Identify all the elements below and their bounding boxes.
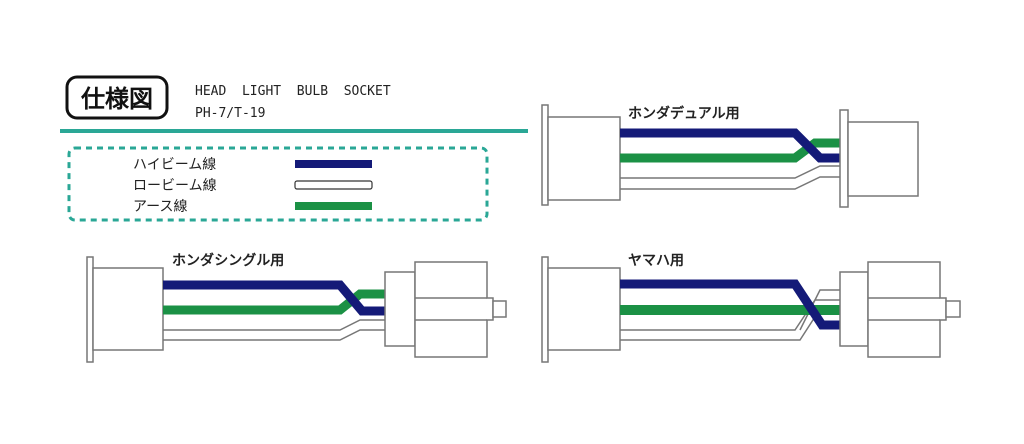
connector-body <box>867 261 947 358</box>
connector-body <box>847 121 919 197</box>
diagram-yamaha: ヤマハ用 <box>541 253 961 363</box>
diagram-label: ホンダデュアル用 <box>628 105 740 122</box>
low-beam-wire <box>163 319 385 341</box>
high-beam-wire <box>163 280 385 316</box>
diagram-honda-single: ホンダシングル用 <box>86 252 507 363</box>
spec-badge-text: 仕様図 <box>80 85 153 113</box>
legend-label-earth: アース線 <box>133 199 187 215</box>
bulb-socket-body <box>547 116 621 201</box>
bulb-socket-body <box>92 267 164 351</box>
bulb-socket-body <box>547 267 621 351</box>
diagram-label: ホンダシングル用 <box>172 252 284 269</box>
legend-label-low-beam: ロービーム線 <box>133 178 217 194</box>
bulb-flange <box>541 256 549 363</box>
header-divider <box>60 129 528 133</box>
earth-wire <box>620 138 840 163</box>
high-beam-wire <box>620 279 840 330</box>
bulb-flange <box>541 104 549 206</box>
connector-body <box>414 261 494 358</box>
connector-pin <box>945 300 961 318</box>
legend: ハイビーム線 ロービーム線 アース線 <box>67 146 489 222</box>
connector-front <box>839 271 869 347</box>
legend-swatch-earth <box>295 202 372 210</box>
header-title: HEAD LIGHT BULB SOCKET <box>195 84 391 99</box>
legend-swatch-low-beam <box>294 180 373 190</box>
header-model: PH-7/T-19 <box>195 106 265 121</box>
connector-pin <box>492 300 507 318</box>
connector-flange <box>839 109 849 208</box>
diagram-honda-dual: ホンダデュアル用 <box>541 104 919 208</box>
legend-swatch-high-beam <box>295 160 372 168</box>
bulb-flange <box>86 256 94 363</box>
spec-badge: 仕様図 <box>65 75 169 120</box>
diagram-label: ヤマハ用 <box>628 253 684 269</box>
low-beam-wire <box>620 165 840 190</box>
connector-front <box>384 271 416 347</box>
legend-label-high-beam: ハイビーム線 <box>133 157 216 173</box>
high-beam-wire <box>620 128 840 163</box>
